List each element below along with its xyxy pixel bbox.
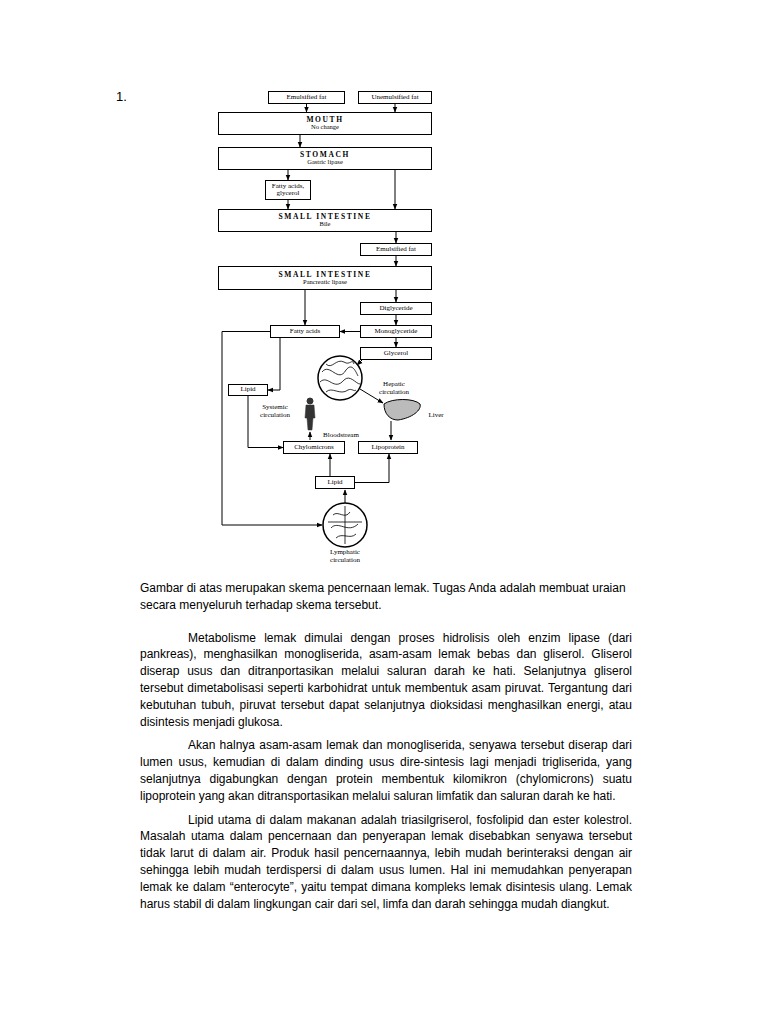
human-figure — [305, 398, 315, 430]
box-sublabel: No change — [311, 124, 339, 131]
process-box: MOUTHNo change — [218, 112, 432, 135]
flow-arrow — [300, 135, 301, 147]
flow-arrow — [305, 290, 306, 325]
box-label: Lipid — [240, 386, 255, 393]
process-box: SMALL INTESTINEPancreatic lipase — [218, 266, 432, 290]
item-box: Emulsified fat — [360, 243, 432, 256]
item-box: Monoglyceride — [360, 325, 432, 338]
item-box: Diglyceride — [360, 302, 432, 315]
box-label: Lipid — [327, 479, 342, 486]
process-box: SMALL INTESTINEBile — [218, 209, 432, 232]
box-label: Emulsified fat — [376, 246, 416, 253]
flow-arrow — [340, 331, 360, 332]
flow-arrow — [395, 170, 396, 209]
flow-arrow — [396, 338, 397, 347]
box-sublabel: Gastric lipase — [307, 159, 343, 166]
flow-line — [222, 332, 391, 526]
process-box: STOMACHGastric lipase — [218, 147, 432, 170]
paragraph: Metabolisme lemak dimulai dengan proses … — [140, 630, 632, 731]
item-box: Chylomicrons — [283, 441, 345, 454]
item-number: 1. — [116, 90, 146, 104]
diagram-label: Lymphatic circulation — [318, 549, 372, 564]
box-label: Fatty acids — [290, 328, 321, 335]
flow-arrow — [330, 454, 331, 476]
liver-icon — [384, 400, 420, 421]
flow-arrow — [288, 200, 289, 209]
flow-arrow — [355, 454, 389, 483]
box-label: Fatty acids, glycerol — [269, 183, 307, 198]
box-label: Chylomicrons — [294, 444, 334, 451]
diagram-label: Hepatic circulation — [368, 381, 420, 396]
flow-arrow — [396, 290, 397, 302]
item-box: Fatty acids, glycerol — [265, 180, 311, 200]
item-box: Lipoprotein — [358, 441, 418, 454]
item-box: Glycerol — [360, 347, 432, 360]
box-sublabel: Bile — [320, 221, 331, 228]
item-box: Fatty acids — [270, 325, 340, 338]
item-box: Emulsified fat — [268, 91, 345, 104]
box-label: STOMACH — [300, 151, 350, 159]
flow-arrow — [395, 104, 396, 112]
box-label: Lipoprotein — [371, 444, 404, 451]
flow-arrow — [268, 338, 280, 390]
box-sublabel: Pancreatic lipase — [303, 279, 347, 286]
box-label: Emulsified fat — [287, 94, 327, 101]
flow-arrow — [396, 232, 397, 243]
flow-arrow — [306, 104, 307, 112]
item-box: Lipid — [228, 384, 268, 396]
flow-arrow — [288, 170, 289, 180]
flow-arrow — [396, 256, 397, 266]
box-label: Diglyceride — [379, 305, 412, 312]
box-label: SMALL INTESTINE — [279, 213, 372, 221]
paragraph: Akan halnya asam-asam lemak dan monoglis… — [140, 737, 632, 804]
instruction-text: Gambar di atas merupakan skema pencernaa… — [140, 580, 632, 614]
flow-arrow — [396, 315, 397, 325]
box-label: SMALL INTESTINE — [279, 271, 372, 279]
diagram-label: Bloodstream — [318, 432, 364, 440]
diagram-label: Liver — [421, 412, 451, 420]
bloodstream-circle — [318, 356, 362, 400]
item-box: Unemulsified fat — [358, 91, 432, 104]
lymphatic-circle — [323, 503, 367, 547]
text-body: Gambar di atas merupakan skema pencernaa… — [140, 580, 632, 919]
item-box: Lipid — [315, 476, 355, 489]
box-label: MOUTH — [306, 116, 343, 124]
paragraph: Lipid utama di dalam makanan adalah tria… — [140, 812, 632, 913]
box-label: Glycerol — [384, 350, 409, 357]
box-label: Monoglyceride — [375, 328, 418, 335]
diagram-label: Systemic circulation — [252, 404, 298, 419]
box-label: Unemulsified fat — [371, 94, 418, 101]
